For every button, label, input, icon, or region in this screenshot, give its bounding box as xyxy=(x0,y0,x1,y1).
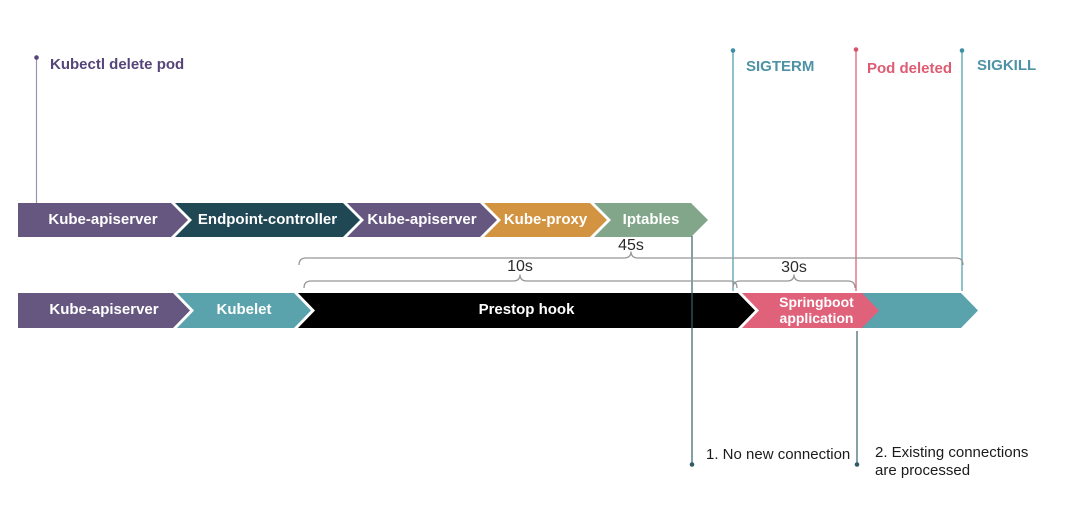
chevron-endpoint-controller: Endpoint-controller xyxy=(175,203,360,237)
chevron-label: Kube-apiserver xyxy=(367,210,477,228)
chevron-terminated-tail xyxy=(862,293,978,328)
sigkill-event-dot xyxy=(959,48,965,53)
chevron-prestop-hook: Prestop hook xyxy=(298,293,755,328)
no-new-connection-dot xyxy=(689,462,695,467)
chevron-label: Kube-apiserver xyxy=(49,301,159,319)
duration-30s-label: 30s xyxy=(781,259,807,276)
sigkill-label: SIGKILL xyxy=(977,57,1037,74)
brace-10s xyxy=(303,274,738,289)
pod-deleted-event-dot xyxy=(853,47,859,52)
chevron-kubelet: Kubelet xyxy=(177,293,311,328)
kubectl-event-dot xyxy=(34,55,39,60)
chevron-kube-apiserver-3: Kube-apiserver xyxy=(18,293,190,328)
chevron-label: Springboot application xyxy=(779,294,854,326)
chevron-label: Iptables xyxy=(622,210,680,228)
chevron-label: Kube-apiserver xyxy=(48,210,158,228)
chevron-label: Endpoint-controller xyxy=(197,210,338,228)
kubectl-delete-pod-label: Kubectl delete pod xyxy=(50,56,185,73)
chevron-iptables: Iptables xyxy=(594,203,708,237)
chevron-kube-apiserver-2: Kube-apiserver xyxy=(347,203,497,237)
chevron-label: Kube-proxy xyxy=(503,210,588,228)
duration-45s-label: 45s xyxy=(618,237,644,254)
chevron-kube-proxy: Kube-proxy xyxy=(484,203,607,237)
note-existing-connections: 2. Existing connections are processed xyxy=(875,444,1029,479)
duration-10s-label: 10s xyxy=(507,258,533,275)
chevron-label: Prestop hook xyxy=(478,301,575,319)
chevron-label: Kubelet xyxy=(216,301,272,319)
chevron-springboot-application: Springboot application xyxy=(742,293,883,328)
sigterm-event-dot xyxy=(730,48,736,53)
pod-deleted-label: Pod deleted xyxy=(867,60,953,77)
note-no-new-connection: 1. No new connection xyxy=(706,446,851,463)
sigterm-label: SIGTERM xyxy=(746,58,815,75)
chevron-kube-apiserver-1: Kube-apiserver xyxy=(18,203,188,237)
existing-connections-dot xyxy=(854,462,860,467)
